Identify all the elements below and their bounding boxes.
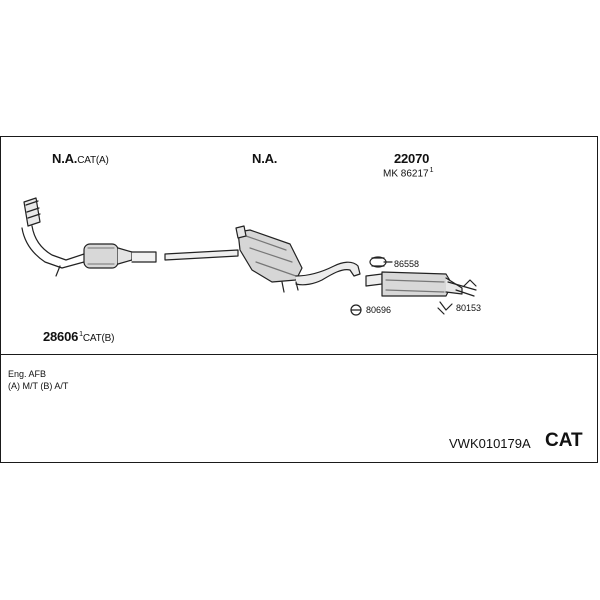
diagram-frame (0, 136, 598, 463)
engine-note: Eng. AFB (8, 369, 47, 379)
clamp-label: 86558 (394, 259, 420, 269)
footnote-mark: 1 (429, 167, 434, 174)
part-suffix: CAT(A) (77, 155, 109, 166)
part-label-middle: N.A. (252, 151, 277, 166)
centre-silencer-part (235, 225, 361, 293)
transmission-note: (A) M/T (B) A/T (8, 381, 69, 391)
part-number: N.A. (252, 151, 278, 166)
catalytic-converter-part (21, 197, 157, 277)
part-suffix: CAT(B) (82, 333, 115, 344)
section-divider (0, 354, 598, 355)
rear-silencer-part (365, 271, 477, 297)
kit-type: CAT (545, 430, 583, 451)
part-sublabel-silencer: MK 862171 (383, 167, 434, 179)
part-subnumber: MK 86217 (383, 168, 429, 180)
part-label-catalytic: N.A.CAT(A) (52, 151, 109, 166)
hanger-label: 80153 (456, 303, 482, 313)
part-number: 28606 (43, 329, 79, 344)
clamp-part (369, 256, 393, 268)
part-label-silencer: 22070 (394, 151, 429, 166)
middle-pipe-part (164, 249, 239, 261)
part-label-front-pipe: 286061CAT(B) (43, 329, 114, 344)
rubber-ring-part (350, 304, 362, 316)
kit-code: VWK010179A (449, 436, 531, 451)
part-number: N.A. (52, 151, 78, 166)
footnote-mark: 1 (79, 330, 83, 338)
hanger-part (437, 301, 453, 315)
ring-label: 80696 (366, 305, 392, 315)
part-number: 22070 (394, 151, 430, 166)
